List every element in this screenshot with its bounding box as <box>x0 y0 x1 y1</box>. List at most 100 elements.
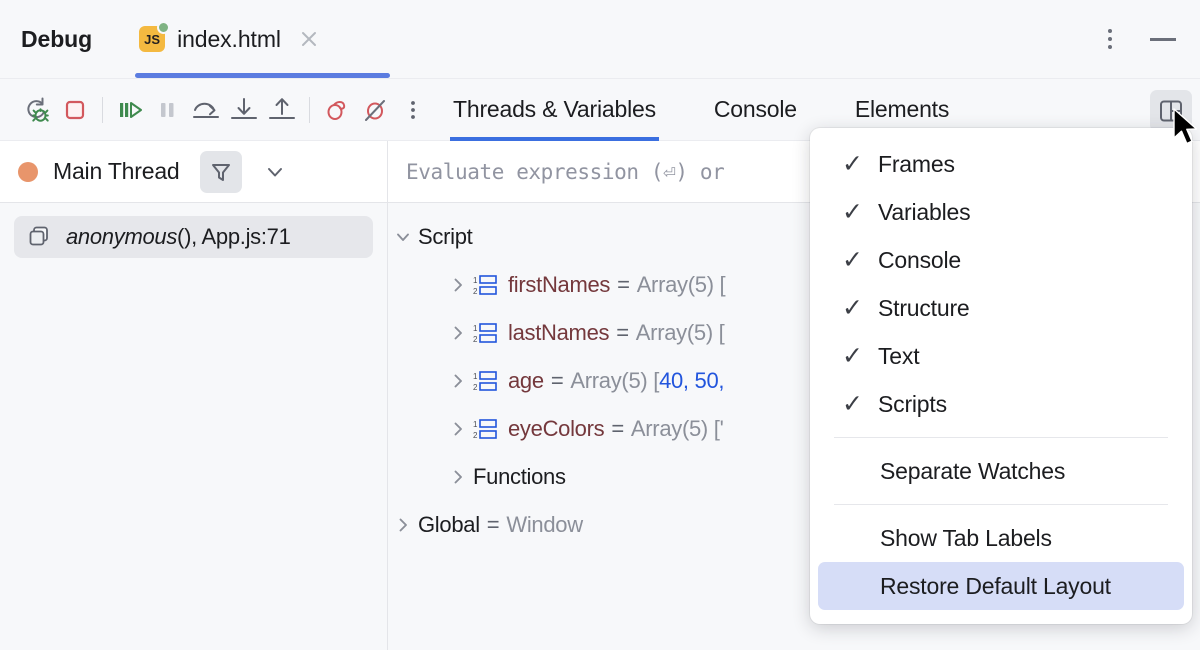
thread-status-dot <box>18 161 38 182</box>
menu-item-label: Frames <box>878 150 955 177</box>
step-into-icon[interactable] <box>225 91 263 129</box>
editor-tab-label: index.html <box>177 25 281 52</box>
tab-elements[interactable]: Elements <box>852 79 952 141</box>
thread-name-label: Main Thread <box>53 158 180 184</box>
menu-separator <box>834 437 1168 438</box>
menu-item-label: Show Tab Labels <box>880 524 1052 551</box>
tab-label: Threads & Variables <box>453 96 656 122</box>
variable-name: firstNames <box>508 272 611 297</box>
tree-row-global[interactable]: Global = Window <box>388 501 1200 549</box>
menu-item-label: Text <box>878 342 920 369</box>
rerun-debug-icon[interactable] <box>18 91 56 129</box>
chevron-right-icon[interactable] <box>443 419 473 439</box>
menu-item-console[interactable]: ✓ Console <box>810 236 1192 284</box>
variable-value: Array(5) [' <box>630 416 724 441</box>
stop-icon[interactable] <box>56 91 94 129</box>
title-bar: Debug JS index.html <box>0 0 1200 79</box>
equals-sign: = <box>611 416 624 441</box>
debug-view-tabs: Threads & Variables Console Elements <box>450 79 1004 141</box>
editor-tab-index-html[interactable]: JS index.html <box>139 0 320 78</box>
equals-sign: = <box>617 272 630 297</box>
equals-sign: = <box>616 320 629 345</box>
mute-breakpoints-icon[interactable] <box>356 91 394 129</box>
frame-location: (), App.js:71 <box>177 224 291 249</box>
variable-name: age <box>508 368 544 393</box>
tab-label: Elements <box>854 96 950 122</box>
check-icon: ✓ <box>842 246 863 274</box>
menu-separator <box>834 504 1168 505</box>
check-icon: ✓ <box>842 342 863 370</box>
variable-value: Array(5) [ <box>635 320 725 345</box>
menu-item-restore-default-layout[interactable]: Restore Default Layout <box>818 562 1184 610</box>
array-icon: 1 2 <box>473 417 499 441</box>
chevron-right-icon[interactable] <box>388 515 418 535</box>
stack-frame-icon <box>27 224 53 250</box>
menu-item-label: Restore Default Layout <box>880 572 1111 599</box>
toolbar-separator <box>309 96 310 123</box>
pause-program-icon[interactable] <box>149 91 187 129</box>
toolbar-more-options-icon[interactable] <box>394 91 432 129</box>
tree-row-label: Global <box>418 512 480 537</box>
tree-row-lastnames[interactable]: 1 2 lastNames = Array(5) [ <box>388 309 1200 357</box>
menu-item-show-tab-labels[interactable]: Show Tab Labels <box>810 514 1192 562</box>
check-icon: ✓ <box>842 294 863 322</box>
tab-console[interactable]: Console <box>711 79 800 141</box>
menu-item-text[interactable]: ✓ Text <box>810 332 1192 380</box>
js-file-icon: JS <box>139 21 171 52</box>
menu-item-structure[interactable]: ✓ Structure <box>810 284 1192 332</box>
tree-row-age[interactable]: 1 2 age = Array(5) [ 40, 50, <box>388 357 1200 405</box>
svg-text:2: 2 <box>473 335 478 344</box>
check-icon: ✓ <box>842 390 863 418</box>
evaluate-expression-input[interactable]: Evaluate expression (⏎) or <box>406 159 725 184</box>
svg-text:1: 1 <box>473 276 478 285</box>
variable-value: Array(5) [ <box>636 272 726 297</box>
close-icon[interactable] <box>298 28 320 50</box>
check-icon: ✓ <box>842 150 863 178</box>
menu-item-label: Structure <box>878 294 970 321</box>
minimize-icon[interactable] <box>1142 18 1184 60</box>
equals-sign: = <box>550 368 564 393</box>
chevron-down-icon[interactable] <box>258 155 292 189</box>
page-title: Debug <box>21 25 93 52</box>
menu-item-variables[interactable]: ✓ Variables <box>810 188 1192 236</box>
svg-text:2: 2 <box>473 431 478 440</box>
svg-text:1: 1 <box>473 372 478 381</box>
tree-row-eyecolors[interactable]: 1 2 eyeColors = Array(5) [' <box>388 405 1200 453</box>
step-over-icon[interactable] <box>187 91 225 129</box>
green-dot-icon <box>157 21 171 34</box>
menu-item-label: Separate Watches <box>880 457 1066 484</box>
more-options-vertical-icon[interactable] <box>1096 25 1124 53</box>
list-item[interactable]: anonymous(), App.js:71 <box>14 216 373 258</box>
chevron-right-icon[interactable] <box>443 467 473 487</box>
menu-item-separate-watches[interactable]: Separate Watches <box>810 447 1192 495</box>
chevron-right-icon[interactable] <box>443 371 473 391</box>
tree-row-firstnames[interactable]: 1 2 firstNames = Array(5) [ <box>388 261 1200 309</box>
variable-name: lastNames <box>508 320 610 345</box>
tree-row-script[interactable]: Script <box>388 213 1200 261</box>
resume-program-icon[interactable] <box>111 91 149 129</box>
chevron-right-icon[interactable] <box>443 275 473 295</box>
svg-text:1: 1 <box>473 420 478 429</box>
active-tab-underline <box>135 73 390 78</box>
array-icon: 1 2 <box>473 273 499 297</box>
svg-text:2: 2 <box>473 287 478 296</box>
step-out-icon[interactable] <box>263 91 301 129</box>
filter-icon[interactable] <box>199 150 242 193</box>
variable-array-preview: 40, 50, <box>659 368 725 393</box>
array-icon: 1 2 <box>473 321 499 345</box>
variable-value: Array(5) [ <box>570 368 660 393</box>
layout-settings-icon[interactable] <box>1150 90 1192 132</box>
menu-item-frames[interactable]: ✓ Frames <box>810 140 1192 188</box>
tab-label: Console <box>713 96 797 122</box>
tab-threads-and-variables[interactable]: Threads & Variables <box>450 79 659 141</box>
thread-selector[interactable]: Main Thread <box>0 141 387 203</box>
array-icon: 1 2 <box>473 369 499 393</box>
menu-item-scripts[interactable]: ✓ Scripts <box>810 380 1192 428</box>
frame-function-name: anonymous <box>66 224 178 249</box>
chevron-right-icon[interactable] <box>443 323 473 343</box>
frames-panel: Main Thread <box>0 141 388 650</box>
chevron-down-icon[interactable] <box>388 227 418 247</box>
tree-row-functions[interactable]: Functions <box>388 453 1200 501</box>
breakpoints-icon[interactable] <box>318 91 356 129</box>
